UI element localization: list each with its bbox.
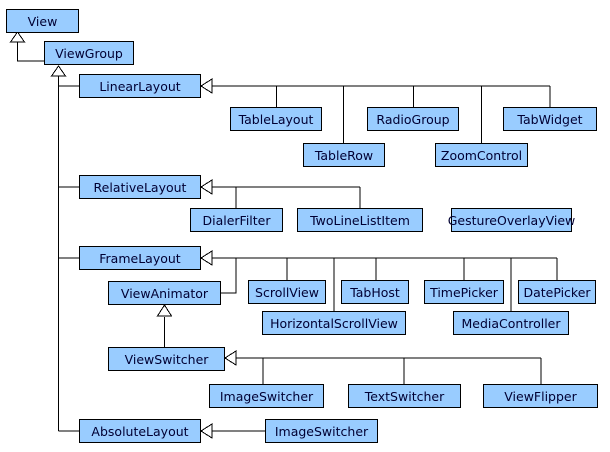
node-twolinelistitem: TwoLineListItem [297,208,423,232]
arrowhead-absolutelayout [200,423,213,439]
node-tabhost: TabHost [341,280,409,304]
node-linearlayout: LinearLayout [79,74,201,98]
node-tabwidget: TabWidget [503,107,597,131]
node-viewswitcher: ViewSwitcher [108,347,225,371]
node-framelayout: FrameLayout [79,246,201,270]
node-gestureoverlayview: GestureOverlayView [448,208,575,232]
arrowhead-relativelayout [200,179,213,195]
node-view: View [6,9,79,33]
arrowhead-framelayout [200,250,213,266]
edge-bus-framelayout [210,257,558,315]
arrowhead-viewanimator [156,304,173,317]
arrowhead-view [9,31,26,43]
node-viewgroup: ViewGroup [44,41,134,65]
node-zoomcontrol: ZoomControl [435,143,528,167]
edge-bus-linearlayout [210,85,551,143]
node-relativelayout: RelativeLayout [79,175,201,199]
node-scrollview: ScrollView [248,280,326,304]
node-tablerow: TableRow [303,143,385,167]
node-viewanimator: ViewAnimator [108,281,221,305]
edge-viewgroup-view [17,41,44,62]
node-mediacontroller: MediaController [453,311,569,335]
node-timepicker: TimePicker [424,280,504,304]
arrowhead-viewgroup [50,65,67,77]
node-absolutelayout: AbsoluteLayout [79,419,201,443]
edge-bus-viewswitcher [236,357,542,384]
node-textswitcher: TextSwitcher [348,384,461,408]
node-dialerfilter: DialerFilter [190,208,283,232]
node-horizontalscrollview: HorizontalScrollView [262,311,406,335]
edge-bus-relativelayout [210,186,361,208]
node-imageswitcher-absolute: ImageSwitcher [265,419,378,443]
node-viewflipper: ViewFlipper [483,384,598,408]
arrowheads [9,31,237,439]
node-datepicker: DatePicker [518,280,596,304]
node-radiogroup: RadioGroup [367,107,459,131]
node-tablelayout: TableLayout [230,107,322,131]
arrowhead-linearlayout [200,78,213,94]
arrowhead-viewswitcher [224,350,237,366]
node-imageswitcher: ImageSwitcher [209,384,324,408]
